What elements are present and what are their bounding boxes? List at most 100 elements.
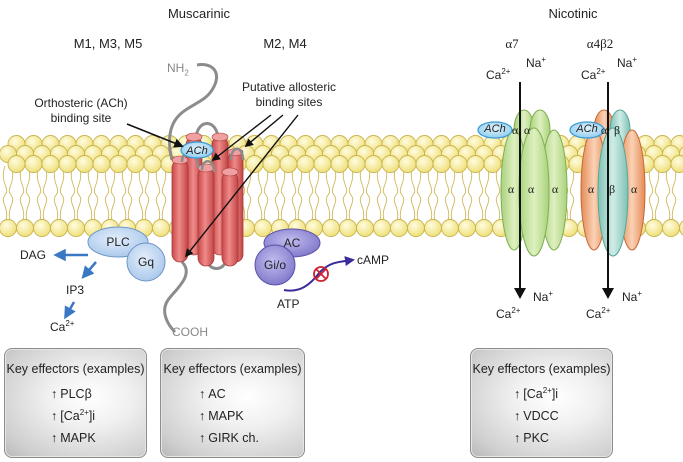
effector-box-title: Key effectors (examples) (6, 362, 145, 376)
a4b2-subtype: α4β2 (586, 36, 614, 51)
lipid-head (24, 155, 43, 173)
lipid-head (458, 219, 476, 237)
effector-item: ↑AC (199, 387, 226, 401)
effector-box-title: Key effectors (examples) (472, 362, 611, 376)
lipid-head (407, 219, 425, 237)
effector-item: ↑MAPK (51, 431, 96, 445)
up-arrow-icon: ↑ (199, 409, 206, 423)
ach-label: ACh (185, 145, 207, 157)
lipid-head (483, 155, 502, 173)
lipid-head (475, 219, 493, 237)
effector-box-nicotinic: Key effectors (examples) ↑[Ca2+]i ↑VDCC … (470, 348, 613, 458)
lipid-head (347, 155, 366, 173)
lipid-head (322, 219, 340, 237)
m24-subtypes: M2, M4 (263, 36, 307, 51)
allosteric-arrow (184, 114, 299, 258)
lipid-head (313, 155, 332, 173)
ip3-arrow (81, 261, 97, 279)
muscarinic-receptor: ACh (126, 63, 299, 334)
ach-ligand (477, 121, 513, 139)
lipid-head (356, 219, 374, 237)
lipid-head (415, 155, 434, 173)
effector-item: ↑MAPK (199, 409, 244, 423)
n-terminus-chain (168, 63, 218, 161)
lipid-head (441, 219, 459, 237)
a7-subunit-label: α (551, 182, 559, 196)
gq-protein (126, 242, 166, 282)
ach-ligand (180, 141, 214, 159)
a7-top-subunit: α (523, 123, 531, 137)
lipid-head (75, 155, 94, 173)
orthosteric-site-label: Orthosteric (ACh) binding site (34, 96, 128, 125)
effector-box-title: Key effectors (examples) (163, 362, 302, 376)
effector-item: ↑[Ca2+]i (51, 407, 96, 423)
a4b2-ca-out: Ca2+ (586, 306, 611, 322)
a7-top-subunit: α (511, 123, 519, 137)
lipid-head (33, 219, 51, 237)
nicotinic-a7-receptor (477, 82, 568, 299)
lipid-head (653, 155, 672, 173)
effector-item: ↑PLCβ (51, 387, 92, 401)
effector-box-m135: Key effectors (examples) ↑PLCβ ↑[Ca2+]i … (4, 348, 147, 458)
allosteric-arrow (211, 114, 272, 162)
ac-label: AC (283, 236, 301, 250)
lipid-head (152, 219, 170, 237)
gq-ca-label: Ca2+ (50, 319, 75, 335)
ion-flow-arrowhead (514, 288, 526, 299)
lipid-head (0, 219, 17, 237)
up-arrow-icon: ↑ (199, 387, 206, 401)
inhibit-icon (313, 266, 329, 282)
lipid-head (143, 155, 162, 173)
a7-subunit-label: α (527, 182, 535, 196)
camp-label: cAMP (357, 253, 390, 267)
up-arrow-icon: ↑ (514, 431, 521, 445)
lipid-head (662, 219, 680, 237)
lipid-head (50, 219, 68, 237)
lipid-head (7, 155, 26, 173)
plc-label: PLC (106, 235, 130, 249)
effector-item: ↑GIRK ch. (199, 431, 259, 445)
lipid-head (645, 219, 663, 237)
a4b2-subunit-label: β (608, 182, 616, 196)
m135-subtypes: M1, M3, M5 (73, 36, 143, 51)
lipid-head (390, 219, 408, 237)
a7-ca-out: Ca2+ (496, 306, 521, 322)
ip3-label: IP3 (66, 283, 85, 297)
muscarinic-header: Muscarinic (167, 6, 231, 21)
ion-flow-arrowhead (602, 288, 614, 299)
a7-ca-in: Ca2+ (486, 67, 511, 83)
nicotinic-header: Nicotinic (548, 6, 598, 21)
effector-item: ↑PKC (514, 431, 549, 445)
up-arrow-icon: ↑ (514, 409, 521, 423)
lipid-head (126, 155, 145, 173)
lipid-head (330, 155, 349, 173)
effector-item: ↑[Ca2+]i (514, 385, 559, 401)
lipid-head (679, 220, 683, 236)
c-terminus-label: COOH (172, 325, 208, 339)
lipid-head (262, 155, 281, 173)
a4b2-top-subunit: β (613, 123, 621, 137)
helix (171, 159, 189, 263)
helix (221, 171, 239, 267)
lipid-head (279, 155, 298, 173)
lipid-head (364, 155, 383, 173)
a7-subunit-label: α (507, 182, 515, 196)
a4b2-ca-in: Ca2+ (581, 67, 606, 83)
gio-label: Gi/o (263, 258, 287, 272)
lipid-head (296, 155, 315, 173)
lipid-head (339, 219, 357, 237)
gq-label: Gq (137, 255, 155, 269)
atp-label: ATP (277, 297, 300, 311)
lipid-head (67, 219, 85, 237)
up-arrow-icon: ↑ (51, 387, 58, 401)
up-arrow-icon: ↑ (51, 431, 58, 445)
up-arrow-icon: ↑ (199, 431, 206, 445)
ach-ligand (569, 121, 605, 139)
a7-ach-label: ACh (484, 123, 506, 135)
c-terminus-chain (163, 260, 188, 334)
lipid-head (466, 155, 485, 173)
lipid-head (449, 155, 468, 173)
a7-na-out: Na+ (533, 289, 554, 305)
lipid-head (424, 219, 442, 237)
